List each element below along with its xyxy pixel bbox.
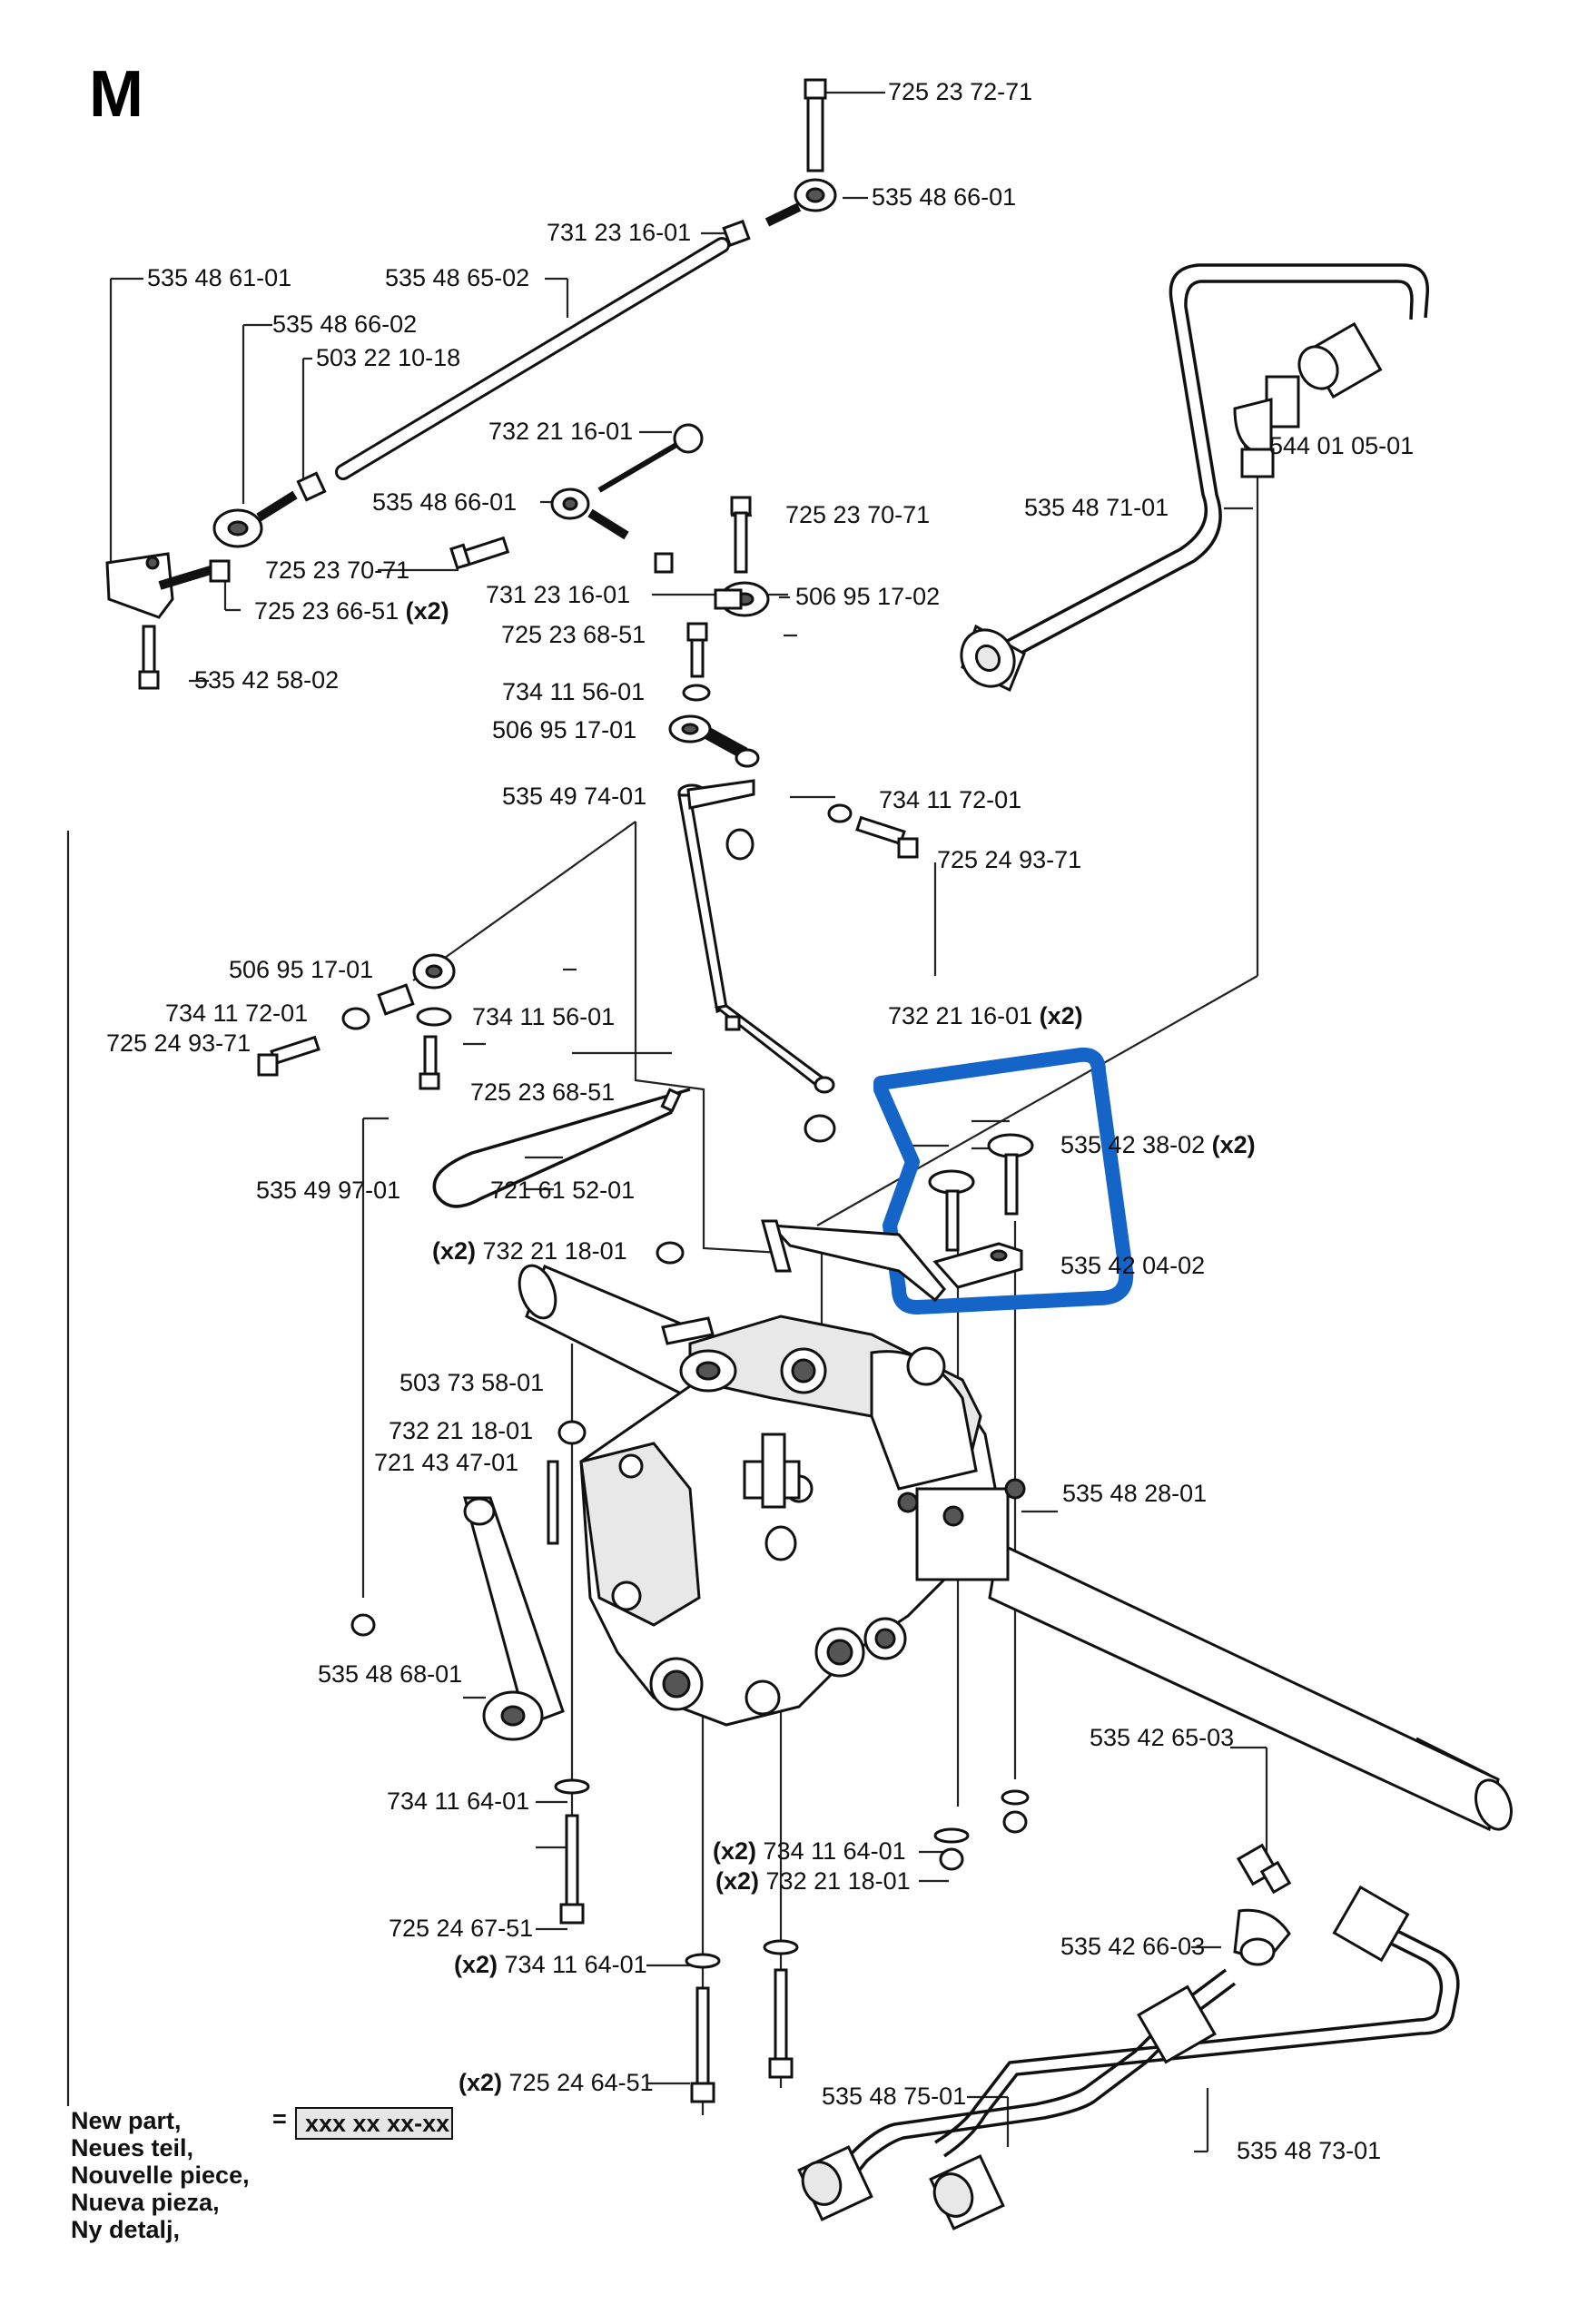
label-734-11-64-01-lower: (x2) 734 11 64-01 bbox=[454, 1951, 647, 1978]
label-734-11-64-01-center-qty: (x2) bbox=[713, 1837, 756, 1865]
label-734-11-64-01-lower-qty: (x2) bbox=[454, 1951, 498, 1978]
transmission-assembly bbox=[350, 1219, 1513, 1832]
bracket bbox=[105, 552, 174, 619]
label-725-24-64-51-number: 725 24 64-51 bbox=[509, 2069, 654, 2096]
label-725-23-66-51-qty: (x2) bbox=[406, 597, 449, 625]
label-734-11-64-01-lower-number: 734 11 64-01 bbox=[505, 1951, 647, 1978]
label-732-21-18-01-mid: 732 21 18-01 bbox=[389, 1417, 533, 1444]
label-725-24-93-71-left: 725 24 93-71 bbox=[106, 1029, 251, 1057]
label-732-21-18-01-lower-number: 732 21 18-01 bbox=[766, 1867, 911, 1895]
label-721-61-52-01: 721 61 52-01 bbox=[490, 1177, 635, 1204]
label-725-23-70-71-left: 725 23 70-71 bbox=[265, 556, 409, 584]
section-letter: M bbox=[89, 58, 143, 131]
label-535-42-58-02: 535 42 58-02 bbox=[194, 666, 339, 694]
leader-lines bbox=[66, 91, 1268, 2153]
blue-highlight-outline bbox=[873, 1047, 1134, 1315]
label-544-01-05-01: 544 01 05-01 bbox=[1269, 432, 1414, 459]
label-734-11-72-01-left: 734 11 72-01 bbox=[165, 1000, 308, 1027]
label-535-49-74-01: 535 49 74-01 bbox=[502, 783, 646, 810]
label-732-21-16-01-x2-qty: (x2) bbox=[1040, 1002, 1083, 1029]
legend-line-1: New part, bbox=[71, 2107, 182, 2134]
legend-line-3: Nouvelle piece, bbox=[71, 2162, 250, 2189]
label-734-11-64-01-left: 734 11 64-01 bbox=[387, 1787, 529, 1815]
legend-equals: = bbox=[272, 2105, 287, 2132]
label-732-21-16-01-x2: 732 21 16-01 (x2) bbox=[888, 1002, 1083, 1029]
label-734-11-64-01-center-number: 734 11 64-01 bbox=[764, 1837, 906, 1865]
label-535-48-28-01: 535 48 28-01 bbox=[1062, 1480, 1207, 1507]
label-725-23-70-71-right: 725 23 70-71 bbox=[785, 501, 930, 528]
label-535-49-97-01: 535 49 97-01 bbox=[256, 1177, 400, 1204]
label-535-48-68-01: 535 48 68-01 bbox=[318, 1660, 462, 1688]
label-535-48-61-01: 535 48 61-01 bbox=[147, 264, 291, 291]
label-732-21-18-01-lower: (x2) 732 21 18-01 bbox=[715, 1867, 911, 1895]
label-506-95-17-01-upper: 506 95 17-01 bbox=[492, 716, 636, 743]
label-535-48-73-01: 535 48 73-01 bbox=[1237, 2137, 1381, 2164]
legend-code-box bbox=[295, 2107, 453, 2140]
label-721-43-47-01: 721 43 47-01 bbox=[374, 1449, 518, 1476]
label-503-22-10-18: 503 22 10-18 bbox=[316, 344, 460, 371]
legend-code: xxx xx xx-xx bbox=[305, 2110, 449, 2137]
label-732-21-18-01-upper: (x2) 732 21 18-01 bbox=[432, 1237, 627, 1265]
highlighted-parts bbox=[873, 1047, 1134, 1315]
hydraulic-tubes-lower bbox=[797, 1843, 1460, 2230]
label-734-11-56-01-left: 734 11 56-01 bbox=[472, 1003, 615, 1030]
label-725-24-64-51: (x2) 725 24 64-51 bbox=[459, 2069, 654, 2096]
label-535-42-38-02-qty: (x2) bbox=[1212, 1131, 1256, 1158]
bolt-shank bbox=[806, 96, 824, 172]
label-734-11-64-01-center: (x2) 734 11 64-01 bbox=[713, 1837, 906, 1865]
label-725-24-64-51-qty: (x2) bbox=[459, 2069, 502, 2096]
bolt-head bbox=[804, 78, 827, 100]
label-725-23-68-51-left: 725 23 68-51 bbox=[470, 1078, 615, 1106]
hydraulic-tube-upper bbox=[960, 263, 1429, 693]
label-725-23-68-51-upper: 725 23 68-51 bbox=[501, 621, 646, 648]
label-731-23-16-01-mid: 731 23 16-01 bbox=[486, 581, 630, 608]
label-506-95-17-02: 506 95 17-02 bbox=[795, 583, 940, 610]
label-535-48-71-01: 535 48 71-01 bbox=[1024, 494, 1169, 521]
legend-line-2: Neues teil, bbox=[71, 2134, 193, 2162]
label-503-73-58-01: 503 73 58-01 bbox=[399, 1369, 544, 1396]
label-725-23-66-51-number: 725 23 66-51 bbox=[254, 597, 399, 625]
label-535-48-66-02: 535 48 66-02 bbox=[272, 310, 417, 338]
label-535-48-66-01-mid: 535 48 66-01 bbox=[372, 488, 517, 516]
part-number-labels: 725 23 72-71 535 48 66-01 731 23 16-01 5… bbox=[106, 78, 1414, 2164]
label-506-95-17-01-left: 506 95 17-01 bbox=[229, 956, 373, 983]
label-535-48-66-01-top: 535 48 66-01 bbox=[872, 183, 1016, 211]
label-732-21-16-01-upper: 732 21 16-01 bbox=[488, 418, 633, 445]
label-734-11-56-01-upper: 734 11 56-01 bbox=[502, 678, 645, 705]
new-part-legend: New part, Neues teil, Nouvelle piece, Nu… bbox=[71, 2105, 453, 2243]
label-732-21-16-01-x2-number: 732 21 16-01 bbox=[888, 1002, 1032, 1029]
label-535-42-38-02: 535 42 38-02 (x2) bbox=[1060, 1131, 1256, 1158]
label-732-21-18-01-lower-qty: (x2) bbox=[715, 1867, 759, 1895]
rod-end-hole bbox=[805, 187, 825, 203]
label-535-42-66-03: 535 42 66-03 bbox=[1060, 1933, 1205, 1960]
label-732-21-18-01-upper-number: 732 21 18-01 bbox=[483, 1237, 627, 1265]
label-725-24-67-51: 725 24 67-51 bbox=[389, 1915, 533, 1942]
legend-line-4: Nueva pieza, bbox=[71, 2189, 220, 2216]
label-535-42-65-03: 535 42 65-03 bbox=[1090, 1724, 1234, 1751]
label-535-42-38-02-number: 535 42 38-02 bbox=[1060, 1131, 1205, 1158]
upper-linkage bbox=[105, 78, 919, 1208]
label-535-42-04-02: 535 42 04-02 bbox=[1060, 1252, 1205, 1279]
label-725-24-93-71-right: 725 24 93-71 bbox=[937, 846, 1081, 873]
label-725-23-66-51: 725 23 66-51 (x2) bbox=[254, 597, 449, 625]
label-535-48-65-02: 535 48 65-02 bbox=[385, 264, 529, 291]
label-725-23-72-71: 725 23 72-71 bbox=[888, 78, 1032, 105]
label-732-21-18-01-upper-qty: (x2) bbox=[432, 1237, 476, 1265]
label-731-23-16-01-top: 731 23 16-01 bbox=[547, 219, 691, 246]
bottom-fasteners bbox=[554, 1778, 1030, 2103]
label-535-48-75-01: 535 48 75-01 bbox=[822, 2083, 966, 2110]
legend-line-5: Ny detalj, bbox=[71, 2216, 180, 2243]
label-734-11-72-01-right: 734 11 72-01 bbox=[879, 786, 1021, 813]
